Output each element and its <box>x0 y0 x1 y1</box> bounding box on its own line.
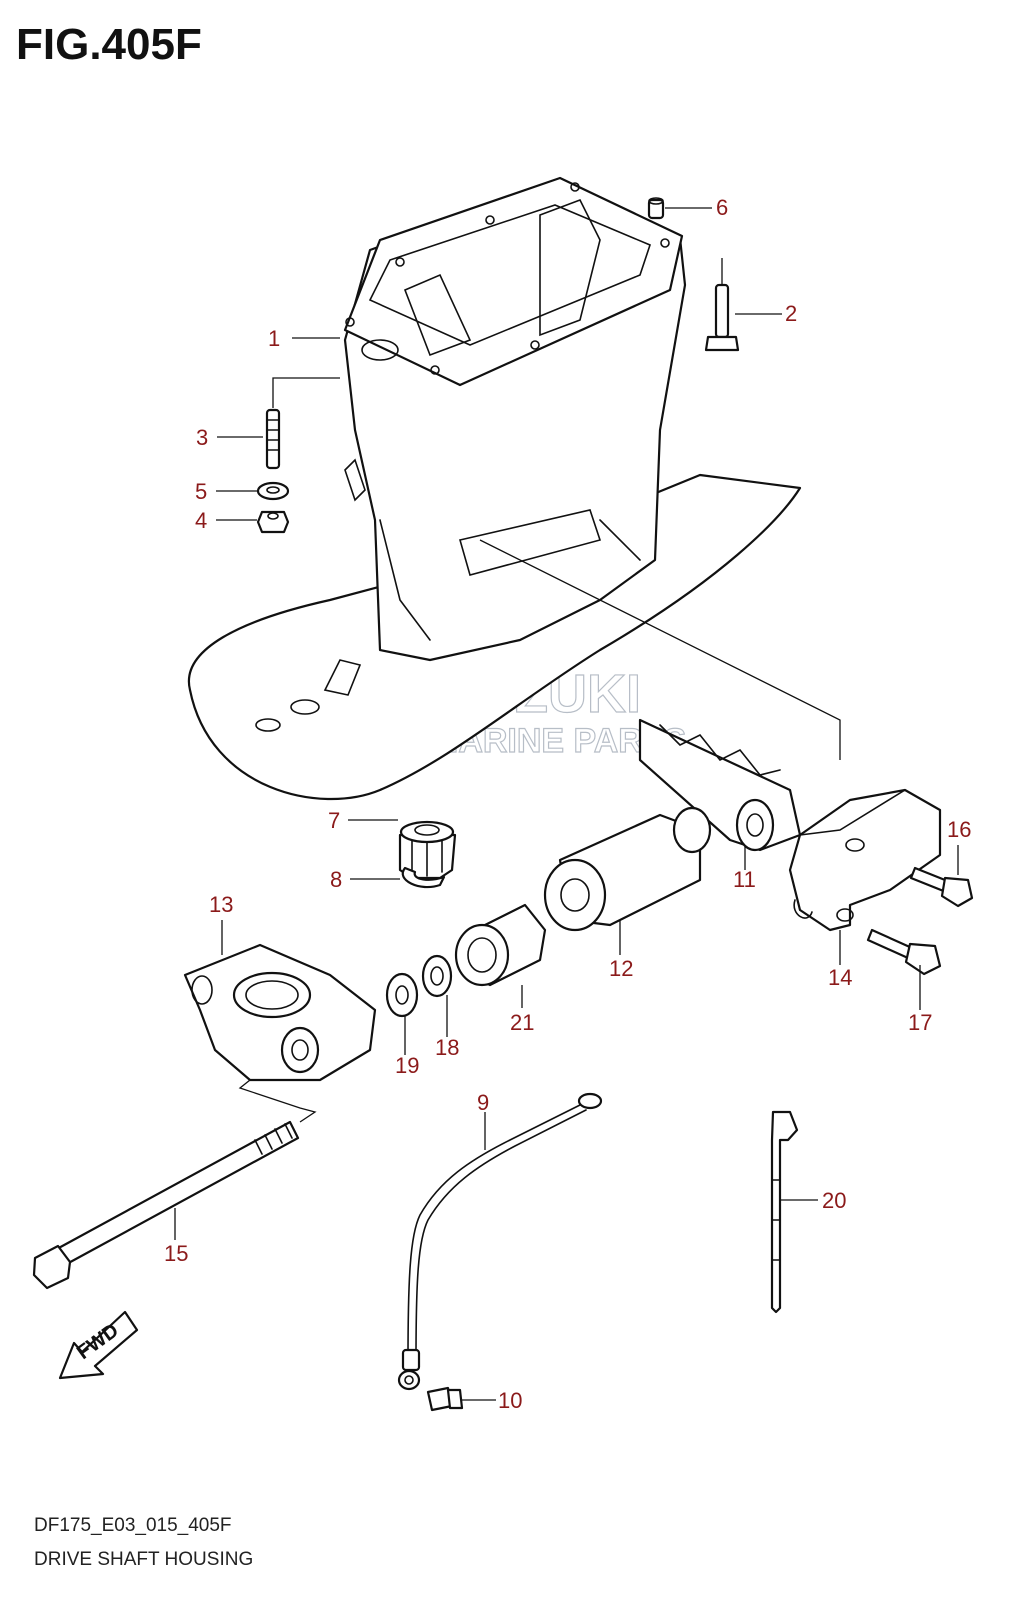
part-10-screw <box>426 1386 464 1412</box>
callout-16: 16 <box>947 817 971 842</box>
callout-9: 9 <box>477 1090 489 1115</box>
model-code: DF175_E03_015_405F <box>34 1515 232 1536</box>
part-17-bolt <box>866 928 942 976</box>
part-3-stud <box>265 408 281 470</box>
part-15-long-bolt <box>32 1120 300 1290</box>
callout-11: 11 <box>733 867 756 892</box>
part-12-mount-rubber <box>543 806 712 932</box>
callout-18: 18 <box>435 1035 459 1060</box>
drive-shaft-housing <box>187 176 802 801</box>
callout-21: 21 <box>510 1010 534 1035</box>
part-6-dowel-pin <box>647 197 665 220</box>
part-16-bolt <box>909 866 974 908</box>
callout-4: 4 <box>195 508 207 533</box>
part-4-nut <box>256 510 290 534</box>
part-14-mount-bracket <box>788 788 942 932</box>
callout-20: 20 <box>822 1188 846 1213</box>
callout-8: 8 <box>330 867 342 892</box>
leader-lines <box>174 207 959 1401</box>
callout-numbers: 1 2 3 5 4 6 7 8 9 10 11 12 13 14 15 16 1… <box>164 195 971 1413</box>
part-18-washer <box>421 954 453 998</box>
callout-14: 14 <box>828 965 852 990</box>
callout-12: 12 <box>609 956 633 981</box>
callout-3: 3 <box>196 425 208 450</box>
part-11-rubber-mount <box>638 718 802 852</box>
figure-title: FIG.405F <box>16 20 202 69</box>
part-8-clip <box>401 866 446 889</box>
part-21-collar <box>454 903 547 987</box>
callout-1: 1 <box>268 326 280 351</box>
part-2-bolt <box>704 283 740 352</box>
callout-2: 2 <box>785 301 797 326</box>
part-19-washer <box>385 972 419 1018</box>
part-9-ground-wire <box>397 1092 603 1391</box>
callout-13: 13 <box>209 892 233 917</box>
part-7-grommet <box>398 820 457 880</box>
part-13-lower-mount-bracket <box>183 943 377 1082</box>
callout-6: 6 <box>716 195 728 220</box>
callout-5: 5 <box>195 479 207 504</box>
callout-7: 7 <box>328 808 340 833</box>
section-name: DRIVE SHAFT HOUSING <box>34 1549 254 1570</box>
callout-10: 10 <box>498 1388 522 1413</box>
part-5-washer <box>256 481 290 501</box>
callout-17: 17 <box>908 1010 932 1035</box>
callout-15: 15 <box>164 1241 188 1266</box>
part-20-cable-tie <box>770 1110 799 1314</box>
fwd-arrow: FWD <box>58 1310 139 1380</box>
callout-19: 19 <box>395 1053 419 1078</box>
